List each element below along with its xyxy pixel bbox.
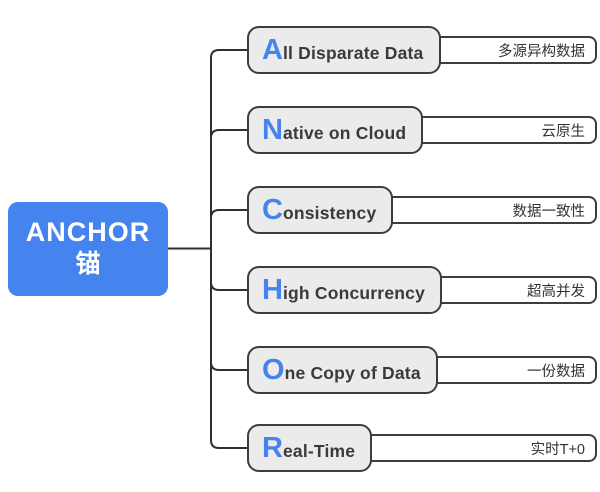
zh-box-high-concurrency: 超高并发 [428,276,597,304]
zh-label: 数据一致性 [512,203,586,220]
term-rest: ll Disparate Data [282,43,424,63]
root-node-anchor: ANCHOR 锚 [8,202,168,296]
branch-line-4 [210,247,249,291]
term-rest: eal-Time [282,441,356,461]
zh-label: 超高并发 [527,283,585,300]
root-title-zh: 锚 [75,250,101,279]
term-initial: N [262,114,283,146]
term-initial: A [262,34,283,66]
term-initial: C [262,194,283,226]
branch-line-5 [210,247,249,371]
zh-label: 云原生 [541,123,586,140]
branch-line-2 [210,129,249,250]
zh-box-native-on-cloud: 云原生 [409,116,597,144]
term-initial: R [262,432,283,464]
zh-label: 实时T+0 [530,441,585,458]
zh-box-one-copy-of-data: 一份数据 [423,356,597,384]
term-initial: O [262,354,285,386]
term-rest: igh Concurrency [282,283,426,303]
root-title-en: ANCHOR [25,217,151,248]
zh-label: 多源异构数据 [498,43,585,60]
branch-line-6 [210,247,249,449]
term-initial: H [262,274,283,306]
branch-line-1 [210,49,249,250]
zh-box-all-disparate-data: 多源异构数据 [426,36,597,64]
term-rest: ative on Cloud [282,123,407,143]
term-rest: onsistency [282,203,377,223]
zh-box-consistency: 数据一致性 [379,196,597,224]
term-rest: ne Copy of Data [284,363,421,383]
branch-line-3 [210,209,249,250]
zh-box-real-time: 实时T+0 [358,434,597,462]
zh-label: 一份数据 [527,363,585,380]
